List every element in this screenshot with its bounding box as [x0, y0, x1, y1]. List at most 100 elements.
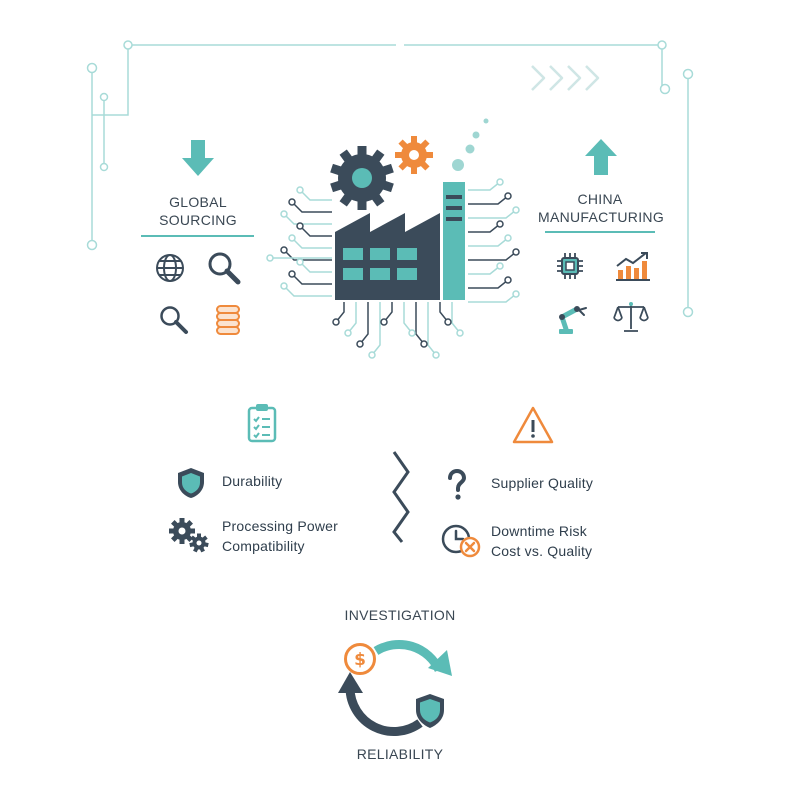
reliability-label: RELIABILITY — [356, 746, 444, 762]
circuit-node — [280, 210, 288, 218]
durability-label: Durability — [222, 473, 283, 489]
smoke-icon — [452, 118, 489, 171]
circuit-node — [296, 222, 304, 230]
circuit-node — [288, 198, 296, 206]
gear-tooth — [411, 136, 417, 146]
gears-icon — [169, 518, 209, 553]
magnifier-small-icon — [160, 306, 188, 334]
circuit-node — [344, 329, 352, 337]
circuit-trace — [299, 225, 332, 237]
dollar-coin-icon: $ — [344, 643, 376, 675]
circuit-trace — [415, 302, 425, 345]
zigzag-divider — [392, 451, 410, 543]
investigation-label: INVESTIGATION — [344, 607, 456, 623]
circuit-node — [288, 234, 296, 242]
chevrons-icon — [531, 65, 600, 91]
circuit-trace — [451, 302, 461, 334]
circuit-node — [380, 318, 388, 326]
circuit-node — [280, 246, 288, 254]
circuit-trace — [468, 265, 501, 275]
circuit-trace — [283, 249, 332, 261]
circuit-node — [512, 206, 520, 214]
clock-cancel-icon — [441, 524, 481, 558]
manufacturing-divider — [545, 231, 655, 233]
circuit-trace — [291, 201, 332, 213]
circuit-trace — [468, 223, 501, 233]
circuit-trace — [468, 181, 501, 191]
processing-power-line2: Compatibility — [222, 538, 305, 554]
circuit-node — [408, 329, 416, 337]
circuit-trace — [283, 213, 332, 225]
circuit-trace — [468, 237, 509, 247]
up-arrow-icon — [585, 139, 617, 175]
circuit-node — [420, 340, 428, 348]
circuit-node — [280, 282, 288, 290]
downtime-risk-label: Downtime Risk Cost vs. Quality — [491, 521, 592, 561]
circuit-node — [356, 340, 364, 348]
circuit-node — [512, 248, 520, 256]
circuit-node — [296, 186, 304, 194]
sourcing-divider — [141, 235, 254, 237]
circuit-trace — [335, 302, 345, 323]
factory-icon — [335, 182, 465, 300]
circuit-trace — [403, 302, 413, 334]
circuit-trace — [468, 279, 509, 289]
gear-tooth — [357, 146, 367, 158]
circuit-trace — [383, 302, 393, 323]
warning-icon — [512, 406, 554, 444]
circuit-trace — [371, 302, 381, 356]
magnifier-icon — [208, 252, 241, 285]
benefit-shield-icon — [178, 468, 204, 498]
sourcing-title: GLOBAL SOURCING — [140, 193, 256, 229]
circuit-node — [368, 351, 376, 359]
globe-icon — [156, 254, 184, 282]
sourcing-title-line1: GLOBAL — [169, 194, 227, 210]
downtime-risk-line1: Downtime Risk — [491, 523, 587, 539]
sourcing-title-line2: SOURCING — [159, 212, 237, 228]
circuit-trace — [291, 273, 332, 285]
processing-power-label: Processing Power Compatibility — [222, 516, 338, 556]
circuit-trace — [468, 195, 509, 205]
manufacturing-title-line1: CHINA — [577, 191, 623, 207]
circuit-node — [504, 276, 512, 284]
circuit-trace — [468, 209, 517, 219]
manufacturing-title-line2: MANUFACTURING — [538, 209, 665, 225]
down-arrow-icon — [182, 140, 214, 176]
circuit-node — [266, 254, 274, 262]
circuit-node — [496, 178, 504, 186]
question-icon — [448, 469, 467, 500]
circuit-trace — [427, 302, 437, 356]
circuit-node — [496, 220, 504, 228]
circuit-trace — [439, 302, 449, 323]
supplier-quality-label: Supplier Quality — [491, 475, 594, 491]
circuit-trace — [283, 285, 332, 297]
circuit-node — [496, 262, 504, 270]
gear-small-icon — [395, 136, 433, 174]
circuit-trace — [299, 189, 332, 201]
circuit-node — [288, 270, 296, 278]
growth-chart-icon — [616, 252, 650, 281]
circuit-trace — [347, 302, 357, 334]
gear-tooth — [357, 198, 367, 210]
circuit-trace — [291, 237, 332, 249]
chip-icon — [557, 253, 583, 279]
circuit-trace — [468, 293, 517, 303]
coin-stack-icon — [216, 305, 240, 335]
circuit-node — [504, 192, 512, 200]
reliability-shield-icon — [416, 694, 444, 728]
cycle-arrows — [338, 640, 452, 736]
gear-tooth — [411, 164, 417, 174]
circuit-node — [456, 329, 464, 337]
svg-text:$: $ — [354, 650, 366, 670]
circuit-node — [432, 351, 440, 359]
circuit-trace — [359, 302, 369, 345]
gear-large-icon — [330, 146, 394, 210]
robot-arm-icon — [559, 306, 587, 334]
manufacturing-title: CHINA MANUFACTURING — [538, 190, 665, 226]
factory-circuit — [266, 118, 520, 359]
circuit-node — [296, 258, 304, 266]
circuit-node — [512, 290, 520, 298]
checklist-icon — [247, 404, 277, 443]
